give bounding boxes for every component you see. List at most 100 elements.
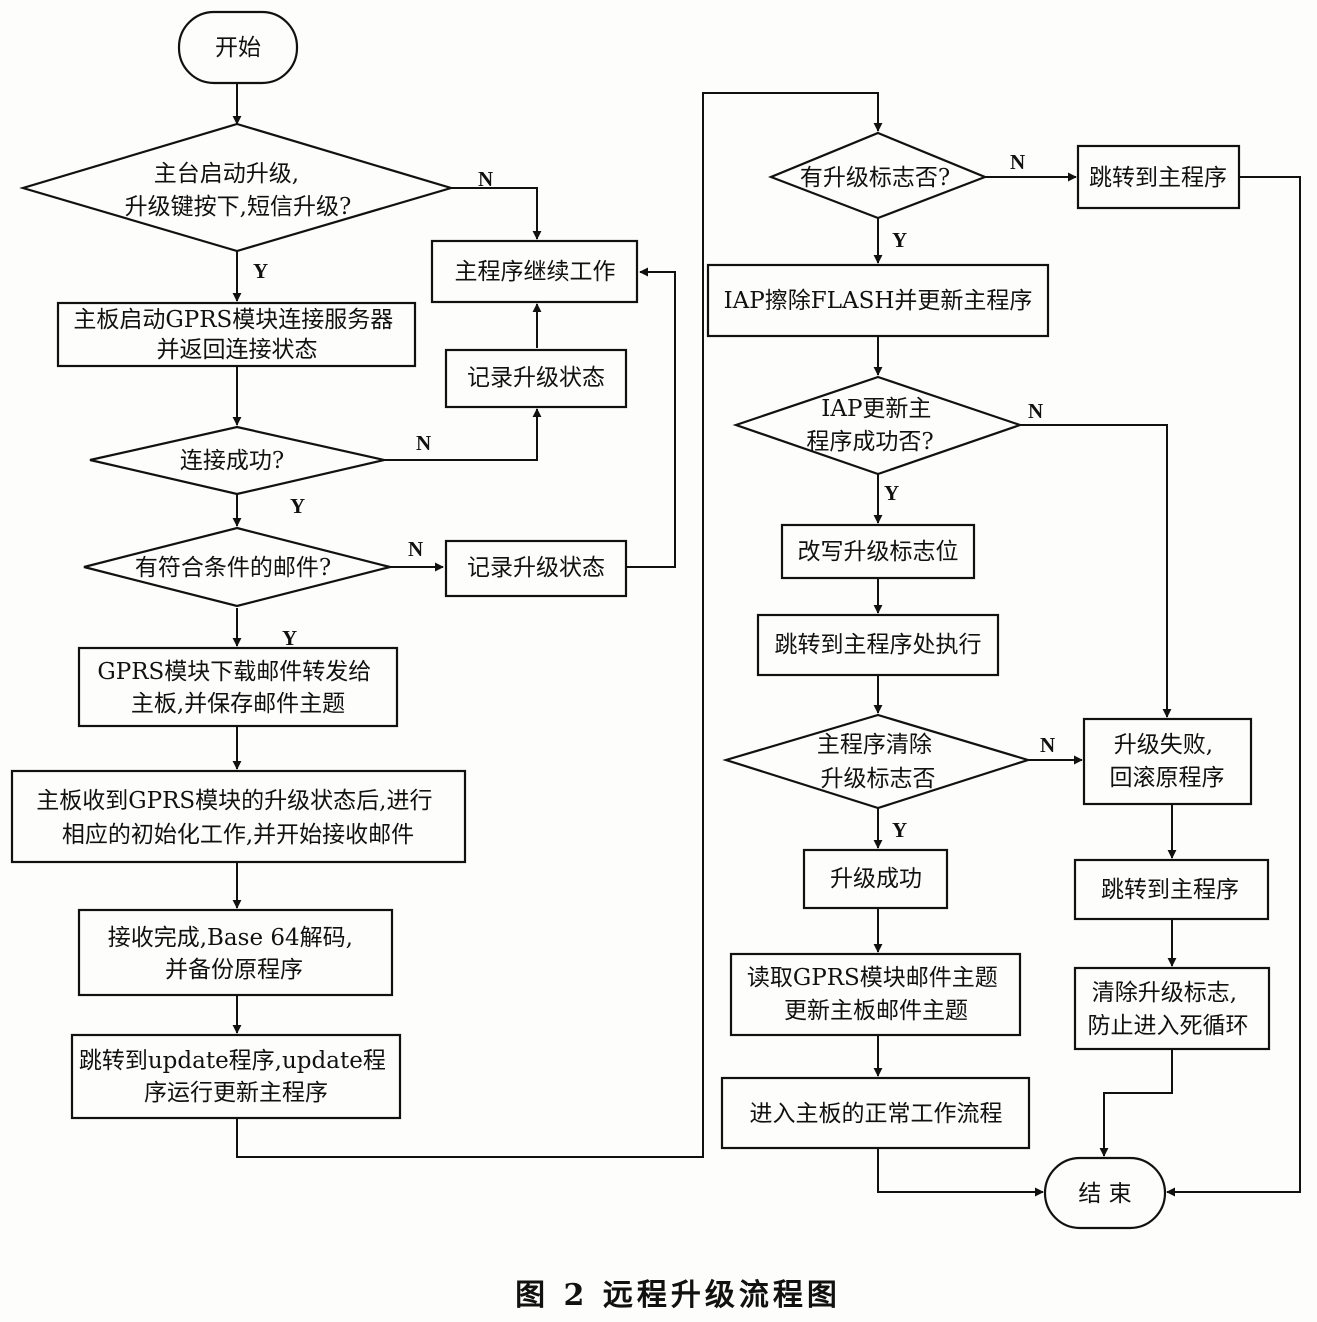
label-iap-ok-yes: Y xyxy=(884,481,899,505)
label-flag-yes: Y xyxy=(892,228,907,252)
jump-main-2-label: 跳转到主程序 xyxy=(1101,877,1239,903)
svg-text:主程序继续工作: 主程序继续工作 xyxy=(455,259,616,285)
label-trigger-no: N xyxy=(478,167,493,191)
process-jump-update: 跳转到update程序,update程 序运行更新主程序 xyxy=(70,1033,402,1120)
upgrade-success-label: 升级成功 xyxy=(830,866,922,892)
process-fail-rollback: 升级失败, 回滚原程序 xyxy=(1082,717,1253,806)
edge-trigger-no-to-continue xyxy=(451,187,542,240)
svg-text:升级失败, 回滚原程序: 升级失败, 回滚原程序 xyxy=(1110,732,1225,791)
fail-rollback-line-2: 回滚原程序 xyxy=(1110,765,1225,791)
start-terminal: 开始 xyxy=(177,10,299,85)
svg-text:IAP擦除FLASH并更新主程序: IAP擦除FLASH并更新主程序 xyxy=(724,288,1033,314)
start-label: 开始 xyxy=(215,35,261,61)
process-board-init: 主板收到GPRS模块的升级状态后,进行 相应的初始化工作,并开始接收邮件 xyxy=(10,769,467,864)
label-connected-yes: Y xyxy=(290,494,305,518)
decision-trigger-line-2: 升级键按下,短信升级? xyxy=(125,194,352,220)
svg-text:跳转到主程序: 跳转到主程序 xyxy=(1089,165,1227,191)
rewrite-flag-label: 改写升级标志位 xyxy=(798,539,959,565)
svg-text:主台启动升级, 升级键按下,短信升级?: 主台启动升级, 升级键按下,短信升级? xyxy=(125,161,352,220)
svg-text:记录升级状态: 记录升级状态 xyxy=(467,365,605,391)
label-clear-yes: Y xyxy=(892,818,907,842)
label-mail-yes: Y xyxy=(282,626,297,650)
svg-text:GPRS模块下载邮件转发给 主板,并保存邮件: GPRS模块下载邮件转发给 主板,并保存邮件主题 xyxy=(97,659,378,717)
edge-jump-main1-to-end xyxy=(1166,176,1301,1197)
decision-iap-line-1: IAP更新主 xyxy=(821,396,931,422)
process-jump-main-2: 跳转到主程序 xyxy=(1073,858,1270,921)
decision-trigger-line-1: 主台启动升级, xyxy=(154,161,299,187)
jump-update-line-2: 序运行更新主程序 xyxy=(144,1080,328,1106)
edges xyxy=(232,83,1301,1197)
decode-line-1: 接收完成,Base 64解码, xyxy=(108,925,353,951)
process-normal-flow: 进入主板的正常工作流程 xyxy=(720,1076,1031,1150)
svg-text:进入主板的正常工作流程: 进入主板的正常工作流程 xyxy=(750,1101,1003,1127)
decode-line-2: 并备份原程序 xyxy=(165,957,303,983)
clear-flag-line-1: 清除升级标志, xyxy=(1092,980,1237,1006)
jump-update-line-1: 跳转到update程序,update程 xyxy=(79,1048,386,1074)
continue-work-label: 主程序继续工作 xyxy=(455,259,616,285)
board-init-line-1: 主板收到GPRS模块的升级状态后,进行 xyxy=(36,788,432,814)
label-clear-no: N xyxy=(1040,733,1055,757)
read-subject-line-1: 读取GPRS模块邮件主题 xyxy=(747,965,998,991)
svg-text:跳转到主程序: 跳转到主程序 xyxy=(1101,877,1239,903)
svg-text:IAP更新主 程序成功否?: IAP更新主 程序成功否? xyxy=(806,396,938,455)
decision-flag-label: 有升级标志否? xyxy=(800,165,950,191)
label-flag-no: N xyxy=(1010,150,1025,174)
decision-mail: 有符合条件的邮件? xyxy=(83,526,391,608)
clear-flag-line-2: 防止进入死循环 xyxy=(1088,1013,1249,1039)
normal-flow-label: 进入主板的正常工作流程 xyxy=(750,1101,1003,1127)
label-connected-no: N xyxy=(416,431,431,455)
svg-text:升级成功: 升级成功 xyxy=(830,866,922,892)
svg-text:主板启动GPRS模块连接服务器 并返回连接状: 主板启动GPRS模块连接服务器 并返回连接状态 xyxy=(73,307,400,363)
edge-normal-to-end xyxy=(877,1148,1044,1197)
edge-jump-update-to-right-column xyxy=(236,92,883,1158)
download-mail-line-1: GPRS模块下载邮件转发给 xyxy=(97,659,371,685)
read-subject-line-2: 更新主板邮件主题 xyxy=(784,998,968,1024)
process-download-mail: GPRS模块下载邮件转发给 主板,并保存邮件主题 xyxy=(77,646,399,728)
connect-gprs-line-1: 主板启动GPRS模块连接服务器 xyxy=(73,307,393,333)
process-decode: 接收完成,Base 64解码, 并备份原程序 xyxy=(77,908,394,997)
figure-caption: 图 2 远程升级流程图 xyxy=(515,1278,841,1313)
svg-text:结 束: 结 束 xyxy=(1078,1181,1131,1207)
label-trigger-yes: Y xyxy=(253,259,268,283)
decision-iap-success: IAP更新主 程序成功否? xyxy=(732,375,1024,476)
edge-clear-flag-to-end xyxy=(1099,1049,1173,1157)
svg-text:读取GPRS模块邮件主题 更新主板邮件主题: 读取GPRS模块邮件主题 更新主板邮件主题 xyxy=(747,965,1005,1024)
decision-clear-line-2: 升级标志否 xyxy=(821,766,936,792)
end-label: 结 束 xyxy=(1078,1181,1131,1207)
svg-text:有符合条件的邮件?: 有符合条件的邮件? xyxy=(135,555,331,581)
svg-text:清除升级标志, 防止进入死循环: 清除升级标志, 防止进入死循环 xyxy=(1088,980,1249,1039)
process-iap-erase: IAP擦除FLASH并更新主程序 xyxy=(706,263,1050,338)
decision-upgrade-flag: 有升级标志否? xyxy=(768,131,988,220)
svg-text:开始: 开始 xyxy=(215,35,261,61)
edge-labels: N Y N Y N Y N Y N Y N Y xyxy=(253,150,1055,842)
edge-record2-to-continue xyxy=(626,267,676,568)
decision-connected: 连接成功? xyxy=(89,425,385,496)
board-init-line-2: 相应的初始化工作,并开始接收邮件 xyxy=(62,822,414,848)
label-iap-ok-no: N xyxy=(1028,399,1043,423)
process-connect-gprs: 主板启动GPRS模块连接服务器 并返回连接状态 xyxy=(56,301,417,368)
jump-main-1-label: 跳转到主程序 xyxy=(1089,165,1227,191)
record-status-1-label: 记录升级状态 xyxy=(467,365,605,391)
edge-iap-ok-no-to-fail xyxy=(1020,424,1172,718)
decision-trigger-upgrade: 主台启动升级, 升级键按下,短信升级? xyxy=(19,122,455,253)
label-mail-no: N xyxy=(408,537,423,561)
process-record-status-2: 记录升级状态 xyxy=(444,539,628,598)
edge-connected-no-to-record1 xyxy=(384,408,542,461)
svg-text:跳转到update程序,update程 序运: 跳转到update程序,update程 序运行更新主程序 xyxy=(79,1048,393,1106)
svg-text:记录升级状态: 记录升级状态 xyxy=(467,555,605,581)
svg-text:连接成功?: 连接成功? xyxy=(180,448,284,474)
svg-text:改写升级标志位: 改写升级标志位 xyxy=(798,539,959,565)
decision-iap-line-2: 程序成功否? xyxy=(806,429,933,455)
decision-flag-cleared: 主程序清除 升级标志否 xyxy=(722,713,1032,810)
decision-connected-label: 连接成功? xyxy=(180,448,284,474)
decision-mail-label: 有符合条件的邮件? xyxy=(135,555,331,581)
process-upgrade-success: 升级成功 xyxy=(802,848,949,910)
jump-main-exec-label: 跳转到主程序处执行 xyxy=(775,632,982,658)
svg-text:接收完成,Base 64解码, 并备份原程序: 接收完成,Base 64解码, 并备份原程序 xyxy=(108,925,361,983)
svg-text:有升级标志否?: 有升级标志否? xyxy=(800,165,950,191)
download-mail-line-2: 主板,并保存邮件主题 xyxy=(131,691,345,717)
nodes: 开始 主台启动升级, 升级键按下,短信升级? 主程序继续工作 主板启动GPRS模… xyxy=(10,10,1271,1230)
process-continue-work: 主程序继续工作 xyxy=(430,239,639,304)
process-jump-main-1: 跳转到主程序 xyxy=(1076,144,1241,210)
process-record-status-1: 记录升级状态 xyxy=(444,348,628,409)
